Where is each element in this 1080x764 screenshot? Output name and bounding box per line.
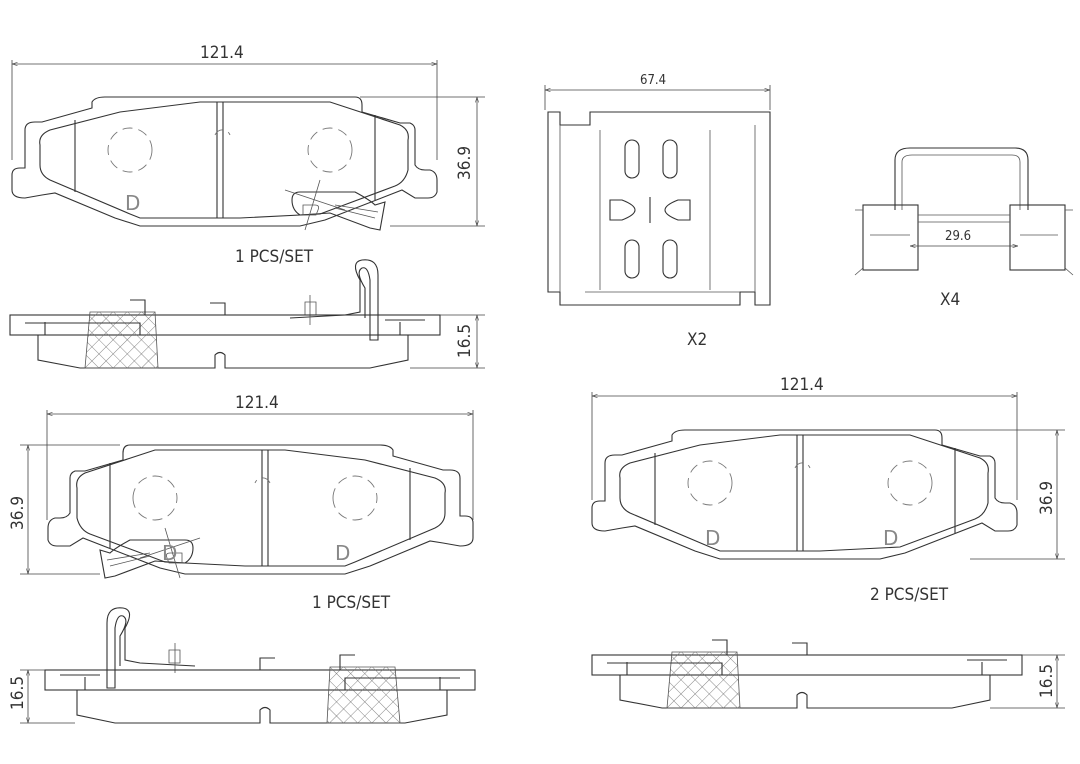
shim-quantity: X2 (687, 330, 707, 350)
marking-d: D (162, 541, 177, 565)
bottom-right-width-dimension: 121.4 (780, 375, 824, 395)
marking-d: D (125, 191, 140, 215)
top-left-pad-front-view: D (11, 96, 438, 341)
bottom-left-pad-side-view (44, 654, 476, 724)
bottom-left-thickness-dimension: 16.5 (8, 676, 28, 710)
bottom-right-quantity: 2 PCS/SET (870, 585, 949, 605)
shim-width-dimension: 67.4 (640, 73, 666, 88)
marking-d: D (335, 541, 350, 565)
bottom-right-pad-front-view (591, 429, 1018, 560)
clip-width-dimension: 29.6 (945, 229, 971, 244)
top-left-pad-side-view (9, 299, 441, 369)
clip-quantity: X4 (940, 290, 960, 310)
bottom-right-height-dimension: 36.9 (1037, 481, 1057, 515)
bottom-left-quantity: 1 PCS/SET (312, 593, 391, 613)
marking-d: D (883, 526, 898, 550)
bottom-left-height-dimension: 36.9 (8, 496, 28, 530)
bottom-right-pad-side-view (591, 639, 1023, 709)
hardware-clip (854, 147, 1074, 276)
bottom-left-width-dimension: 121.4 (235, 393, 279, 413)
marking-d: D (705, 526, 720, 550)
bottom-right-thickness-dimension: 16.5 (1037, 664, 1057, 698)
top-left-quantity: 1 PCS/SET (235, 247, 314, 267)
top-left-height-dimension: 36.9 (455, 146, 475, 180)
shim-plate (547, 111, 771, 306)
top-left-width-dimension: 121.4 (200, 43, 244, 63)
bottom-left-pad-front-view (47, 444, 474, 689)
top-left-thickness-dimension: 16.5 (455, 324, 475, 358)
